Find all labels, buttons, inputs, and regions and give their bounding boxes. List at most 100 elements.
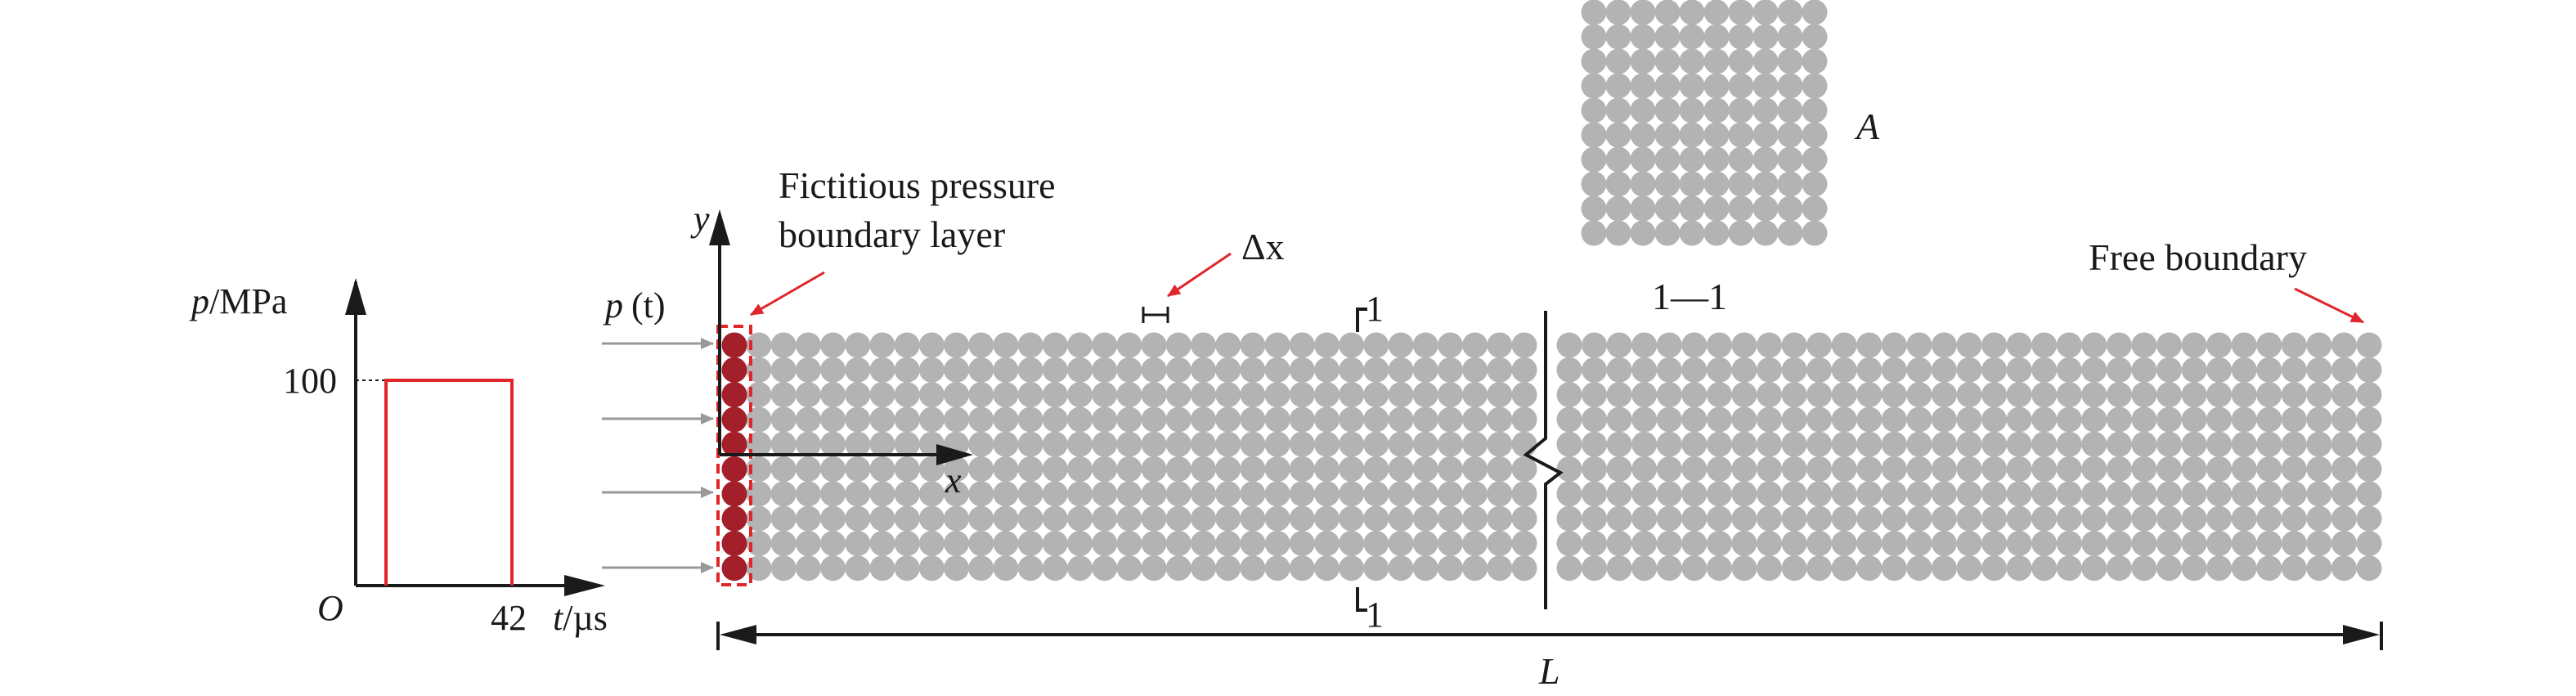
particle [1931,555,1957,581]
particle [1981,431,2008,457]
particle [944,382,969,408]
inset-particle [1630,220,1656,246]
particle [2256,357,2282,383]
particle [894,382,920,408]
particle [2156,382,2182,408]
particle [1314,530,1340,556]
particle [820,481,846,507]
particle [820,456,846,482]
particle [993,505,1019,532]
particle [968,481,994,507]
particle [1706,555,1732,581]
inset-particle [1581,0,1607,25]
particle [894,456,920,482]
particle [918,481,945,507]
particle [1606,555,1632,581]
section-mark-top [1356,308,1367,332]
free-boundary-annotation: Free boundary [2089,236,2364,324]
particle [2106,382,2132,408]
inset-particle [1605,195,1631,222]
particle [2281,332,2307,358]
particle [918,530,945,556]
particle [1116,332,1142,358]
particle [1067,382,1093,408]
particle [1582,357,1608,383]
pulse-plot: p/MPa 100 O 42 t/µs [189,278,608,638]
particle [820,406,846,433]
particle [1856,332,1883,358]
particle [1017,332,1043,358]
particle [869,530,895,556]
particle [1781,406,1807,433]
particle [1116,431,1142,457]
particle [1412,332,1438,358]
particle [2131,332,2157,358]
particle [1042,406,1068,433]
particle [1881,456,1907,482]
particle [795,456,821,482]
particle [1215,555,1241,581]
particle [1582,530,1608,556]
particle [1582,332,1608,358]
boundary-particle [721,357,747,383]
particle [2081,406,2107,433]
particle [2256,555,2282,581]
particle [1511,332,1537,358]
particle [2231,406,2257,433]
particle [1191,431,1216,457]
particle [2231,555,2257,581]
particle [993,456,1019,482]
particle [2006,431,2032,457]
particle [1339,456,1365,482]
boundary-particle [721,456,747,482]
boundary-particle [721,555,747,581]
particle [1487,456,1513,482]
particle [1165,456,1192,482]
particle [1092,332,1118,358]
particle [1706,481,1732,507]
particle [894,431,920,457]
particle [2231,530,2257,556]
particle [746,406,772,433]
particle [795,505,821,532]
particle [1215,481,1241,507]
particle [2356,456,2382,482]
particle [2331,406,2357,433]
particle [1856,505,1883,532]
inset-particle [1630,97,1656,123]
fictitious-label-line1: Fictitious pressure [779,164,1056,206]
particle [2106,481,2132,507]
inset-particle [1605,97,1631,123]
particle [2181,530,2207,556]
inset-particle [1654,97,1681,123]
particle [1289,332,1315,358]
particle [1264,431,1290,457]
particle [1215,406,1241,433]
particle [1042,357,1068,383]
particle [2281,431,2307,457]
particle [1092,456,1118,482]
particle [2081,332,2107,358]
inset-particle [1630,73,1656,99]
particle [2306,505,2332,532]
particle [820,555,846,581]
particle [1462,505,1488,532]
particle [1017,456,1043,482]
particle [2306,382,2332,408]
particle [1656,406,1682,433]
particle [1215,530,1241,556]
particle [1462,332,1488,358]
particle [1116,357,1142,383]
particle [2056,431,2082,457]
particle [1881,431,1907,457]
particle [968,530,994,556]
inset-particle [1630,171,1656,197]
particle [1116,382,1142,408]
particle [1781,481,1807,507]
particle [894,505,920,532]
particle [1757,481,1782,507]
particle [746,357,772,383]
inset-particle [1802,171,1828,197]
particle [2156,481,2182,507]
